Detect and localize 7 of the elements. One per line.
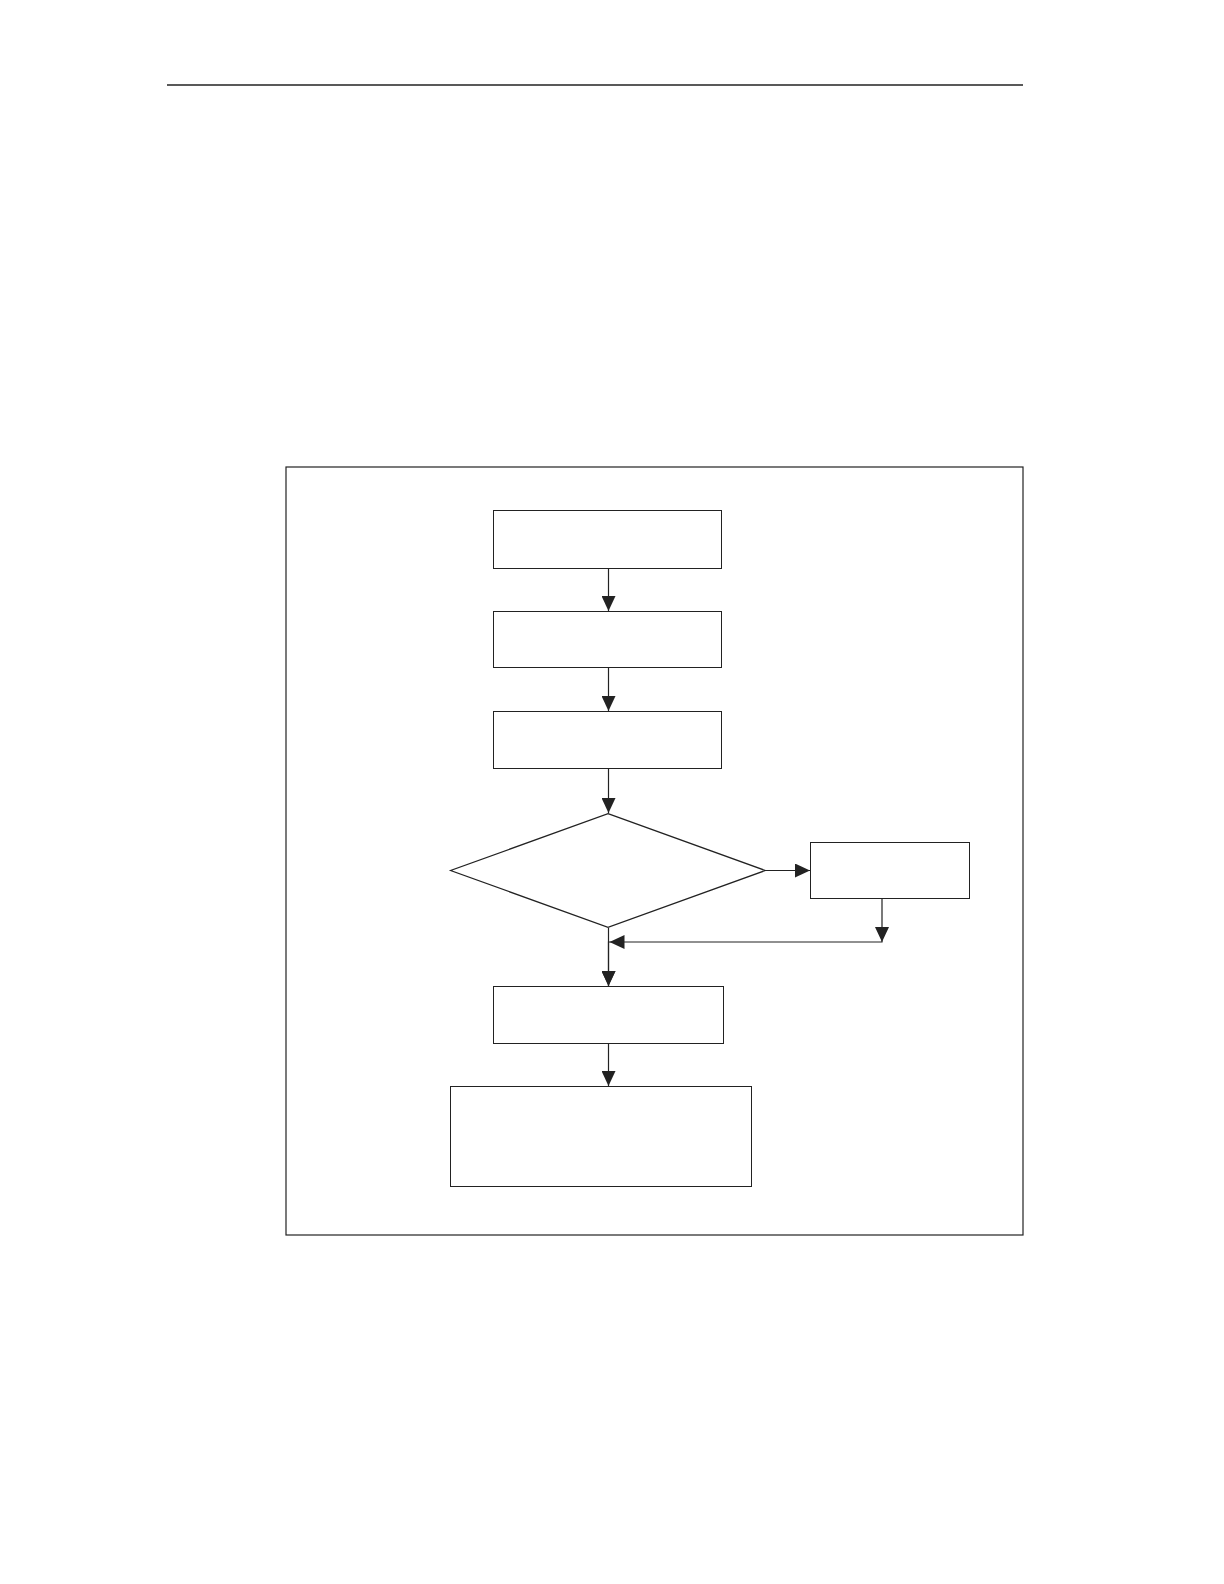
decision-diamond [450,813,766,928]
process-box [450,1086,752,1187]
process-box [493,711,722,769]
process-box [810,842,970,899]
process-box [493,510,722,569]
process-box [493,611,722,668]
process-box [493,986,724,1044]
